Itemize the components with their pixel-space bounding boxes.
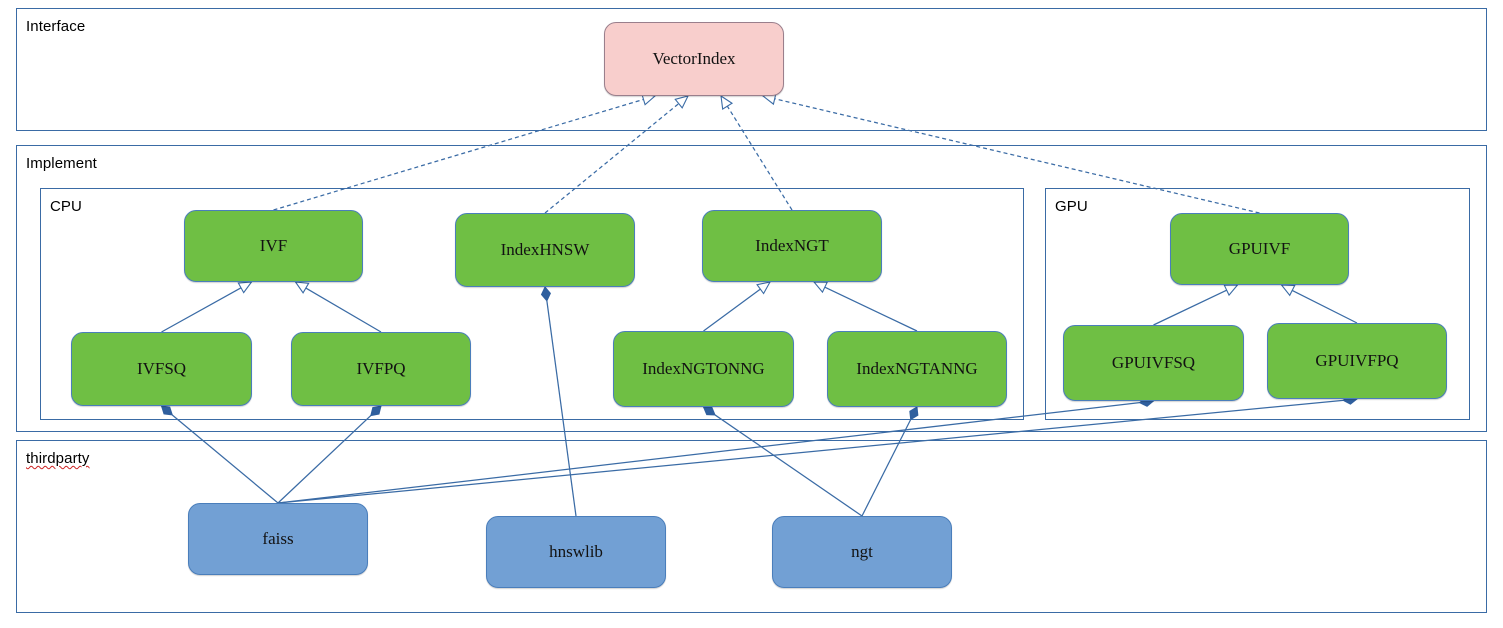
group-label-thirdparty: thirdparty xyxy=(26,450,90,467)
node-label: VectorIndex xyxy=(652,48,736,68)
node-label: GPUIVFSQ xyxy=(1111,352,1196,372)
node-hnswlib[interactable]: hnswlib xyxy=(486,516,666,588)
node-gpuivfpq[interactable]: GPUIVFPQ xyxy=(1267,323,1447,399)
node-faiss[interactable]: faiss xyxy=(188,503,368,575)
node-indexngtanng[interactable]: IndexNGTANNG xyxy=(827,331,1007,407)
node-label: IndexNGTANNG xyxy=(856,358,978,378)
node-label: ngt xyxy=(851,541,873,561)
group-label-interface: Interface xyxy=(26,18,86,35)
node-label: GPUIVFPQ xyxy=(1315,350,1399,370)
node-label: IVF xyxy=(259,235,288,255)
group-label-gpu: GPU xyxy=(1055,198,1088,215)
node-label: IndexNGT xyxy=(755,235,829,255)
node-gpuivf[interactable]: GPUIVF xyxy=(1170,213,1349,285)
node-ivfsq[interactable]: IVFSQ xyxy=(71,332,252,406)
node-vectorindex[interactable]: VectorIndex xyxy=(604,22,784,96)
node-indexhnsw[interactable]: IndexHNSW xyxy=(455,213,635,287)
node-indexngt[interactable]: IndexNGT xyxy=(702,210,882,282)
node-label: faiss xyxy=(262,528,294,548)
group-label-implement: Implement xyxy=(26,155,97,172)
node-label: IndexHNSW xyxy=(500,239,590,259)
group-label-cpu: CPU xyxy=(50,198,82,215)
node-label: hnswlib xyxy=(549,541,603,561)
node-ivfpq[interactable]: IVFPQ xyxy=(291,332,471,406)
node-indexngtonng[interactable]: IndexNGTONNG xyxy=(613,331,794,407)
node-label: GPUIVF xyxy=(1228,238,1291,258)
node-gpuivfsq[interactable]: GPUIVFSQ xyxy=(1063,325,1244,401)
node-label: IVFSQ xyxy=(136,358,187,378)
node-label: IndexNGTONNG xyxy=(642,358,765,378)
node-ivf[interactable]: IVF xyxy=(184,210,363,282)
node-ngt[interactable]: ngt xyxy=(772,516,952,588)
node-label: IVFPQ xyxy=(356,358,406,378)
